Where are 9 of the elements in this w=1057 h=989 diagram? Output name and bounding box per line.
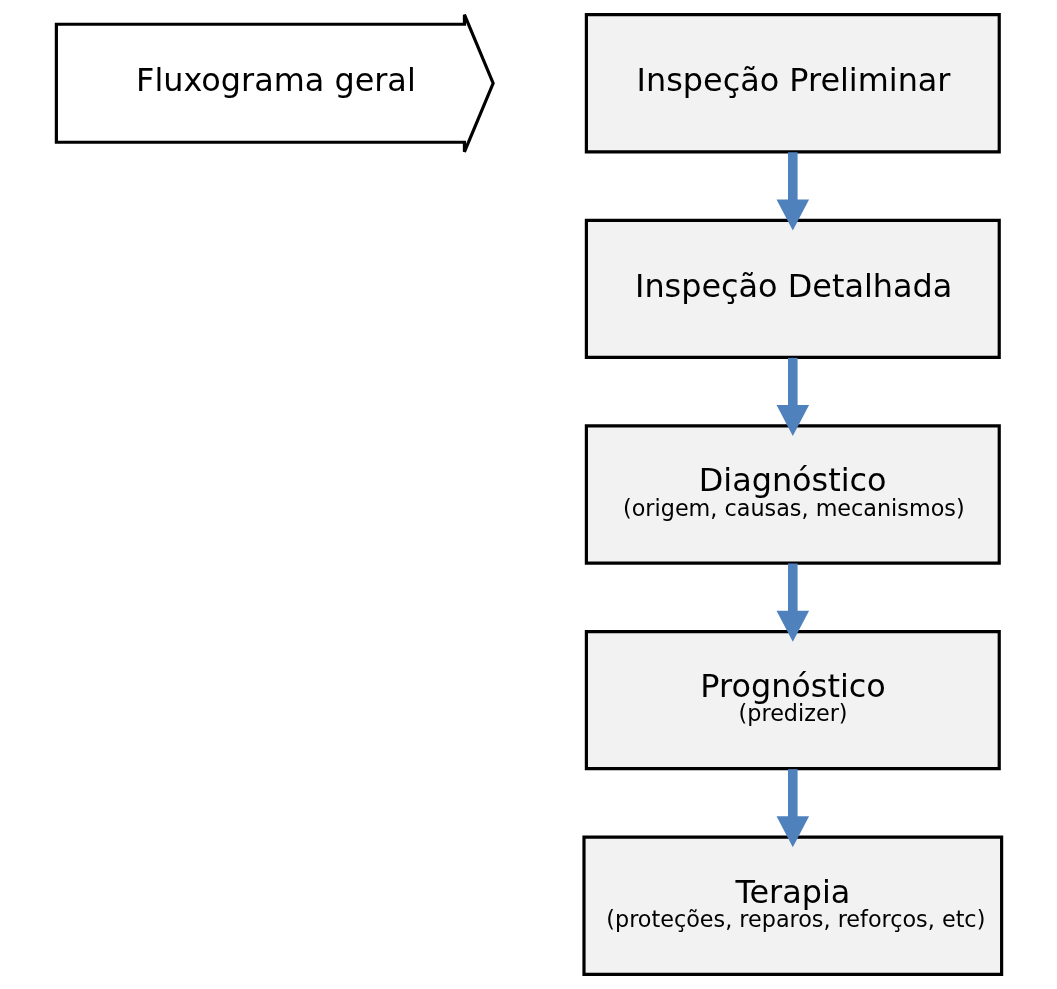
node-box: Inspeção Preliminar xyxy=(584,13,1001,154)
node-box: Inspeção Detalhada xyxy=(584,218,1001,359)
arrow xyxy=(776,152,809,231)
arrow xyxy=(776,563,809,642)
node-box: Terapia (proteções, reparos, reforços, etc) xyxy=(581,835,1003,976)
arrow xyxy=(776,769,809,848)
node-box: Prognóstico (predizer) xyxy=(584,630,1001,771)
arrow xyxy=(776,357,809,437)
node-box: Diagnóstico (origem, causas, mecanismos) xyxy=(584,424,1001,565)
